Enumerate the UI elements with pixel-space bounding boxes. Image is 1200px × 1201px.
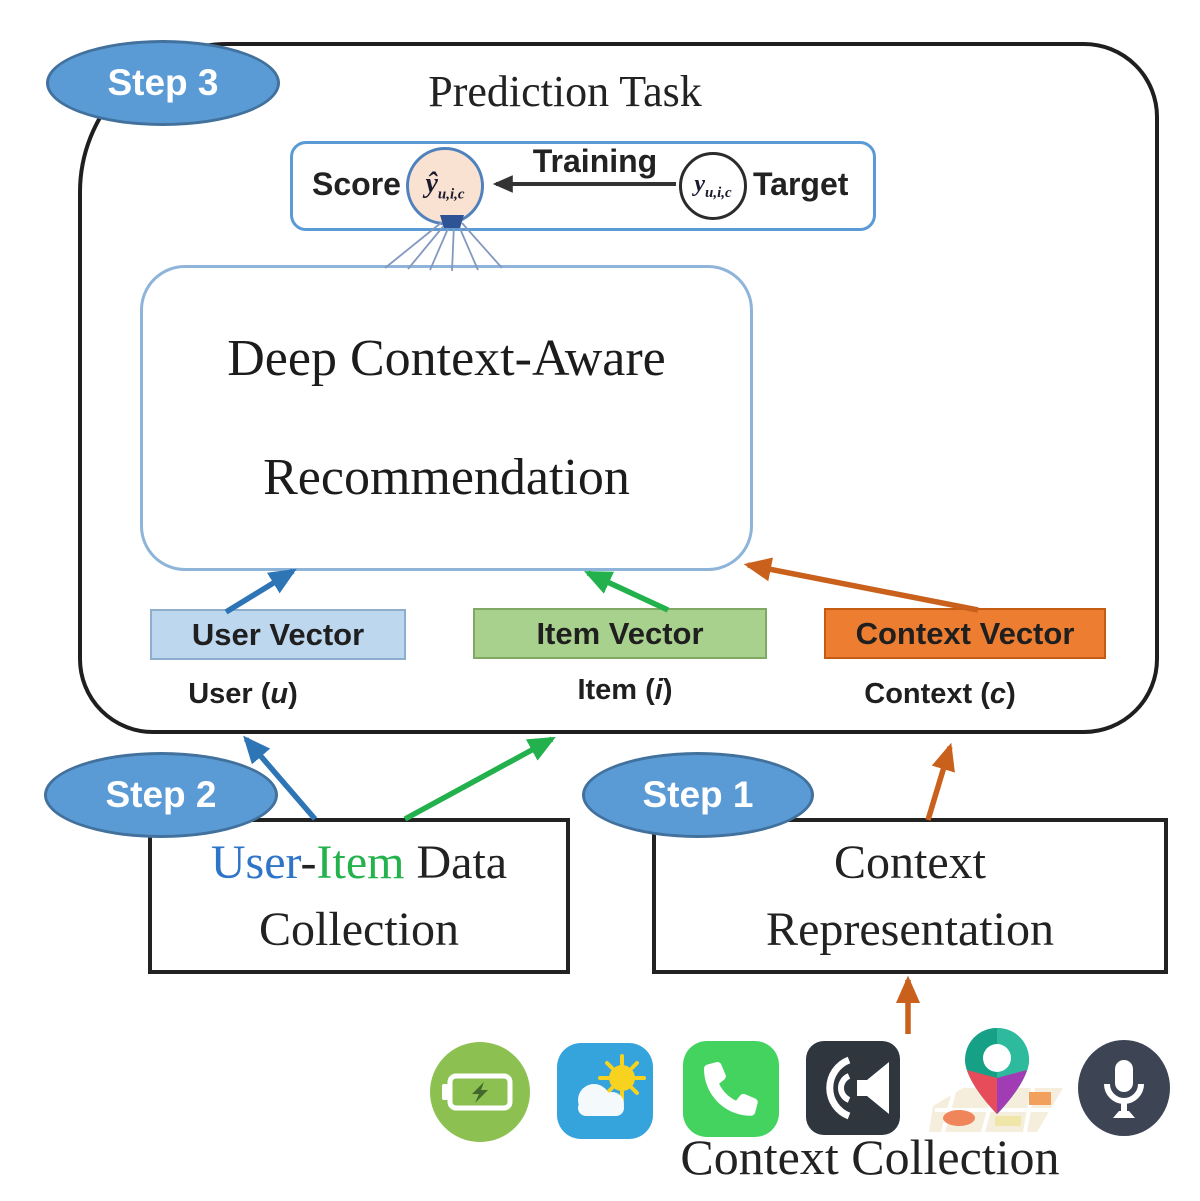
location-icon [929, 1028, 1063, 1133]
user-input-label: User (u) [188, 678, 298, 710]
step2-badge: Step 2 [44, 752, 278, 838]
user-item-line1: User-Item Data [210, 835, 508, 889]
microphone-icon [1078, 1040, 1170, 1136]
target-formula: yu,i,c [694, 170, 732, 201]
user-item-line2: Collection [259, 903, 459, 957]
score-node: ŷu,i,c [406, 147, 484, 225]
speaker-icon [806, 1041, 900, 1135]
item-input-label: Item (i) [577, 674, 673, 706]
step3-badge: Step 3 [46, 40, 280, 126]
weather-icon [557, 1043, 653, 1139]
context-input-label: Context (c) [864, 678, 1016, 710]
item-data-arrow [403, 736, 556, 822]
item-vector-box: Item Vector [473, 608, 767, 659]
step1-badge: Step 1 [582, 752, 814, 838]
context-rep-line1: Context [834, 835, 986, 889]
context-rep-arrow [925, 742, 955, 821]
score-formula: ŷu,i,c [425, 167, 465, 203]
phone-icon [683, 1041, 779, 1137]
user-item-data-collection-box: User-Item Data Collection [148, 818, 570, 974]
training-label: Training [532, 143, 658, 179]
context-collection-label: Context Collection [680, 1129, 1060, 1185]
target-node: yu,i,c [679, 152, 747, 220]
prediction-task-title: Prediction Task [428, 67, 702, 116]
deep-recommendation-box: Deep Context-Aware Recommendation [140, 265, 753, 571]
model-line2: Recommendation [263, 449, 630, 507]
prediction-task-box [290, 141, 876, 231]
target-label: Target [753, 166, 849, 202]
context-rep-line2: Representation [766, 903, 1054, 957]
score-label: Score [312, 166, 401, 202]
battery-icon [430, 1042, 530, 1142]
context-representation-box: Context Representation [652, 818, 1168, 974]
user-vector-box: User Vector [150, 609, 406, 660]
context-vector-box: Context Vector [824, 608, 1106, 659]
model-line1: Deep Context-Aware [227, 329, 666, 387]
